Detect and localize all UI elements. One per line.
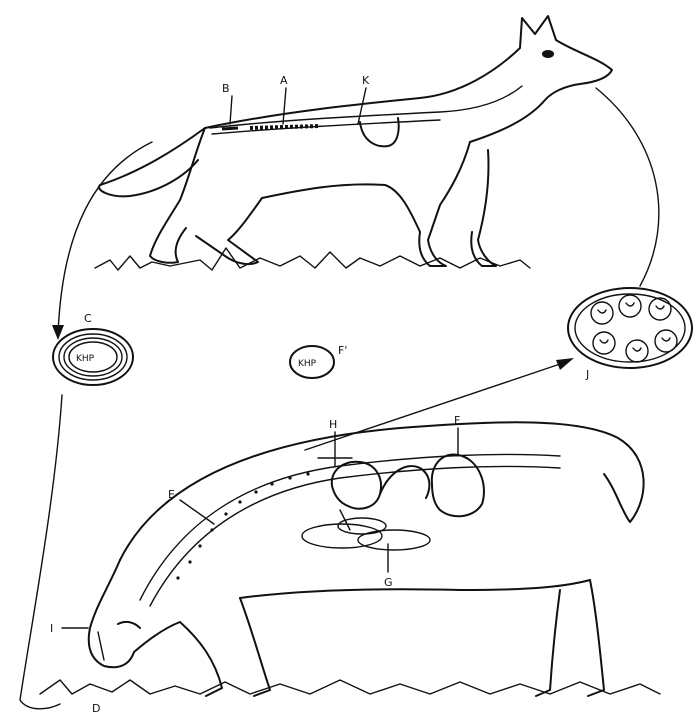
arrow-dog-to-egg — [58, 142, 152, 335]
egg-c: KHP — [53, 329, 133, 385]
pointer-b — [230, 96, 232, 124]
arrow-cyst-to-dog — [596, 88, 659, 286]
worm-b-mark — [222, 128, 238, 129]
sheep-lung — [432, 454, 484, 516]
egg-c-inner: KHP — [76, 354, 95, 364]
pointer-k — [358, 88, 366, 124]
label-f: F — [454, 414, 460, 427]
dog-illustration — [95, 16, 612, 270]
label-k: K — [362, 74, 370, 87]
arrow-sheep-to-cyst — [305, 362, 566, 450]
label-e: E — [168, 488, 175, 501]
oncosphere-f1: KHP — [290, 346, 334, 378]
arrow-dog-to-egg-head — [52, 325, 64, 340]
label-f1: F' — [338, 344, 347, 357]
label-d: D — [92, 702, 100, 715]
pointer-e — [180, 500, 214, 524]
pointer-a — [283, 88, 286, 124]
label-a: A — [280, 74, 288, 87]
oncosphere-inner: KHP — [298, 359, 317, 369]
label-i: I — [50, 622, 53, 635]
dog-ground-grass — [95, 248, 530, 270]
sheep-liver — [332, 462, 381, 509]
label-c: C — [84, 312, 92, 325]
label-h: H — [329, 418, 337, 431]
dog-eye — [542, 50, 554, 58]
arrow-egg-to-sheep — [20, 395, 62, 709]
sheep-ground-grass — [40, 680, 660, 694]
sheep-illustration — [40, 422, 660, 696]
label-g: G — [384, 576, 393, 589]
hydatid-cyst-j — [568, 288, 692, 368]
label-b: B — [222, 82, 230, 95]
arrow-sheep-to-cyst-head — [556, 358, 574, 370]
label-j: J — [585, 368, 589, 381]
